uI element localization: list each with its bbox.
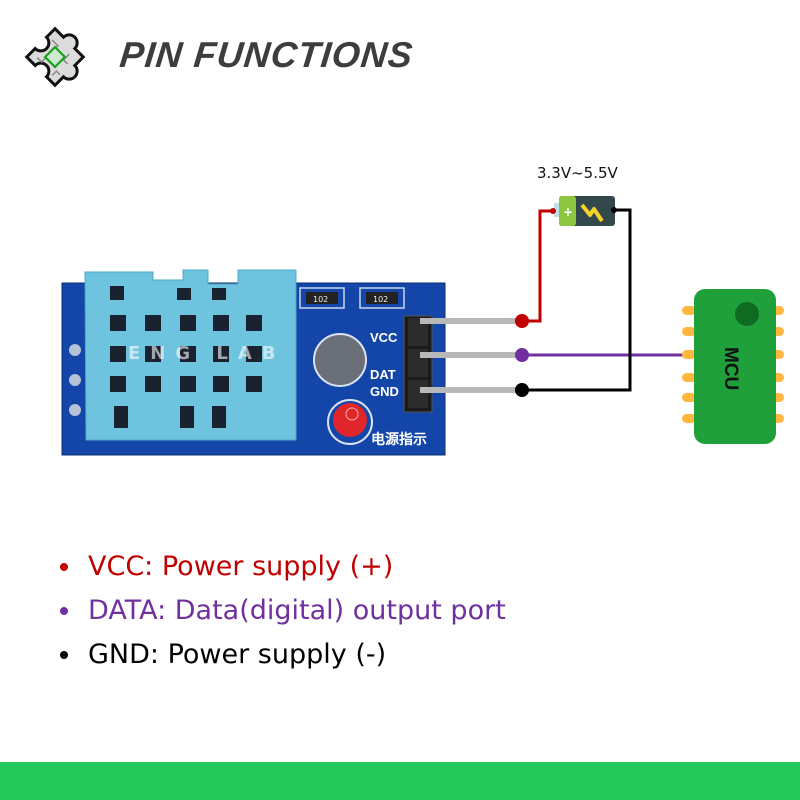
bullet-dot: [60, 563, 68, 571]
battery-icon: +: [550, 196, 617, 226]
supply-voltage-label: 3.3V~5.5V: [537, 164, 619, 182]
watermark: ENG LAB: [128, 343, 286, 364]
dht11-module: ENG LAB 102 102 VCC DAT GND 电源指示: [61, 269, 522, 456]
pin-function-vcc: VCC: Power supply (+): [60, 545, 506, 589]
power-indicator-label: 电源指示: [371, 431, 427, 448]
pin-data: [420, 352, 522, 358]
pin-function-text: VCC: Power supply (+): [88, 551, 394, 582]
mcu-chip: MCU: [682, 289, 784, 444]
pin-gnd: [420, 387, 522, 393]
data-junction: [515, 348, 529, 362]
pcb-label-gnd: GND: [370, 384, 399, 399]
pcb-label-vcc: VCC: [370, 330, 398, 345]
gnd-junction: [515, 383, 529, 397]
pin-function-gnd: GND: Power supply (-): [60, 633, 506, 677]
mcu-label: MCU: [720, 347, 741, 390]
pin-function-list: VCC: Power supply (+) DATA: Data(digital…: [60, 545, 506, 677]
pin-function-data: DATA: Data(digital) output port: [60, 589, 506, 633]
vcc-wire: [522, 209, 553, 323]
circuit-puzzle-icon: [24, 26, 86, 88]
vcc-junction: [515, 314, 529, 328]
pin-vcc: [420, 318, 522, 324]
bullet-dot: [60, 651, 68, 659]
footer-bar: [0, 762, 800, 800]
bullet-dot: [60, 607, 68, 615]
pin-function-text: GND: Power supply (-): [88, 639, 387, 670]
resistor-label: 102: [373, 295, 388, 304]
resistor-label: 102: [313, 295, 328, 304]
wiring-diagram: 3.3V~5.5V + ENG LAB: [61, 164, 784, 456]
pin-function-text: DATA: Data(digital) output port: [88, 595, 506, 626]
gnd-wire: [522, 208, 632, 392]
battery-plus-sign: +: [563, 205, 573, 219]
pcb-label-data: DAT: [370, 367, 396, 382]
